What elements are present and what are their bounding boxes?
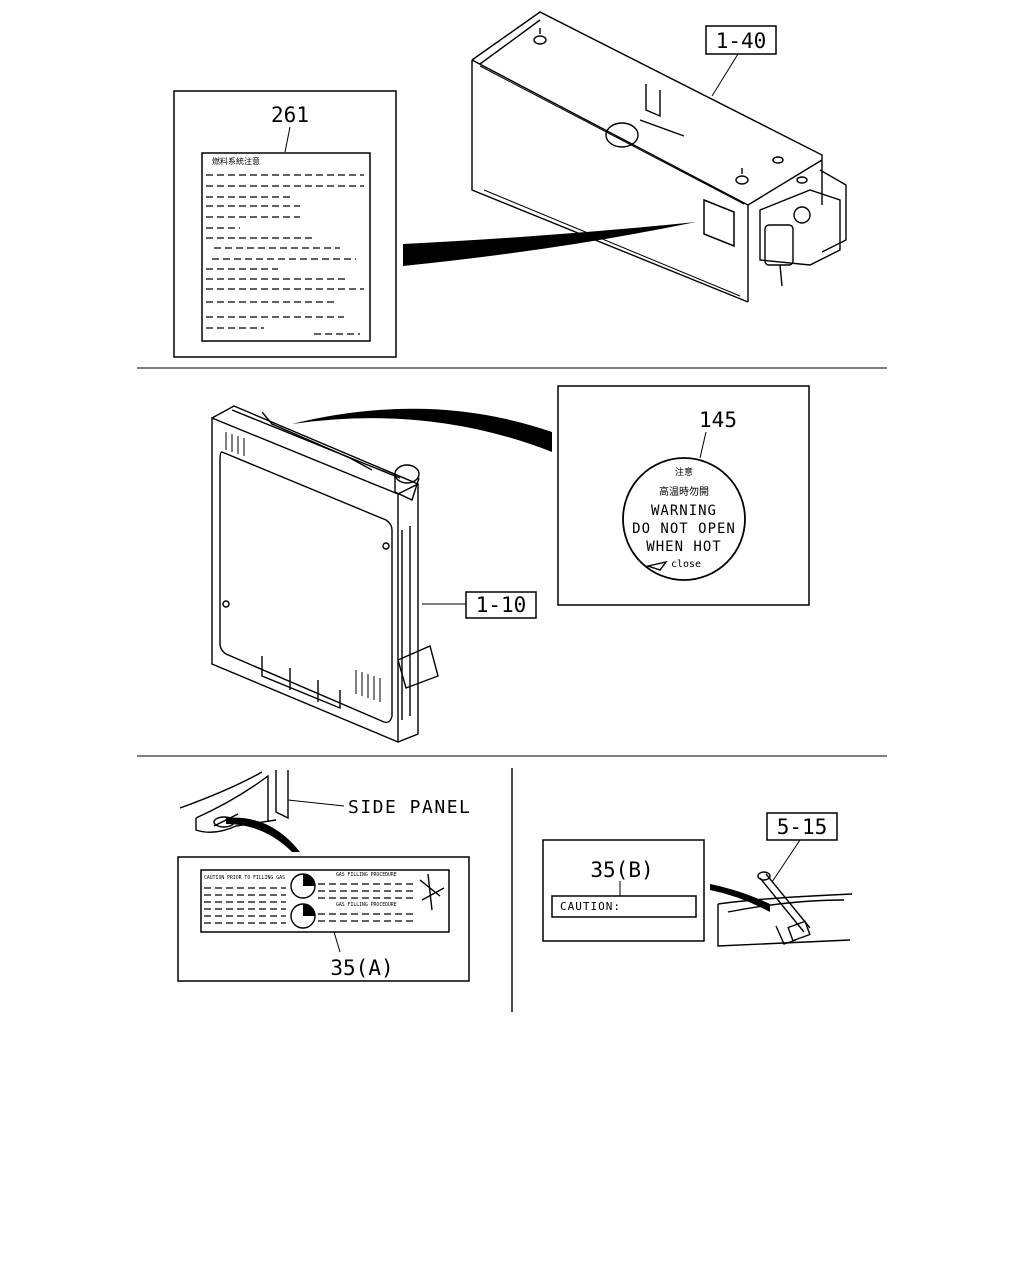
cap-label-jp-2: 高温時勿開	[659, 485, 709, 498]
cap-label-line-2: DO NOT OPEN	[632, 521, 736, 537]
side-panel-callout: SIDE PANEL	[348, 797, 471, 818]
label-35b-text: CAUTION:	[560, 900, 621, 913]
callout-5-15-tag: 5-15	[766, 812, 838, 883]
cap-label-line-4: close	[671, 559, 701, 570]
callout-1-10: 1-10	[476, 593, 527, 617]
callout-261: 261	[271, 103, 309, 127]
label-145-detail: 145 注意 高温時勿開 WARNING DO NOT OPEN WHEN HO…	[557, 385, 810, 606]
callout-145: 145	[699, 408, 737, 432]
radiator-drawing	[211, 405, 439, 744]
label-145-leader	[292, 408, 552, 452]
cap-label-line-3: WHEN HOT	[646, 539, 721, 555]
label-35b-detail: 35(B) CAUTION:	[542, 839, 705, 942]
label-35a-right-heading-1: GAS FILLING PROCEDURE	[336, 872, 397, 878]
label-35a-right-heading-2: GAS FILLING PROCEDURE	[336, 902, 397, 908]
fuel-tank-drawing	[471, 11, 847, 303]
callout-35a: 35(A)	[330, 956, 393, 980]
fuel-filler-drawing	[717, 871, 853, 947]
callout-1-40: 1-40	[716, 29, 767, 53]
label-35b-leader	[710, 884, 770, 912]
callout-1-40-tag: 1-40	[705, 25, 777, 97]
side-panel-drawing	[179, 770, 289, 833]
label-261-heading: 燃料系統注意	[212, 156, 260, 166]
label-261-detail: 261 燃料系統注意	[173, 90, 397, 358]
cap-label-line-1: WARNING	[651, 503, 717, 519]
label-261-leader	[403, 222, 696, 266]
label-35a-leader	[226, 817, 300, 852]
cap-label-jp-1: 注意	[675, 466, 693, 478]
callout-5-15: 5-15	[777, 815, 828, 839]
callout-35b: 35(B)	[590, 858, 653, 882]
callout-1-10-tag: 1-10	[422, 591, 537, 619]
label-35a-detail: CAUTION PRIOR TO FILLING GAS GAS FILLING…	[177, 856, 470, 982]
label-35a-left-heading: CAUTION PRIOR TO FILLING GAS	[204, 875, 285, 881]
